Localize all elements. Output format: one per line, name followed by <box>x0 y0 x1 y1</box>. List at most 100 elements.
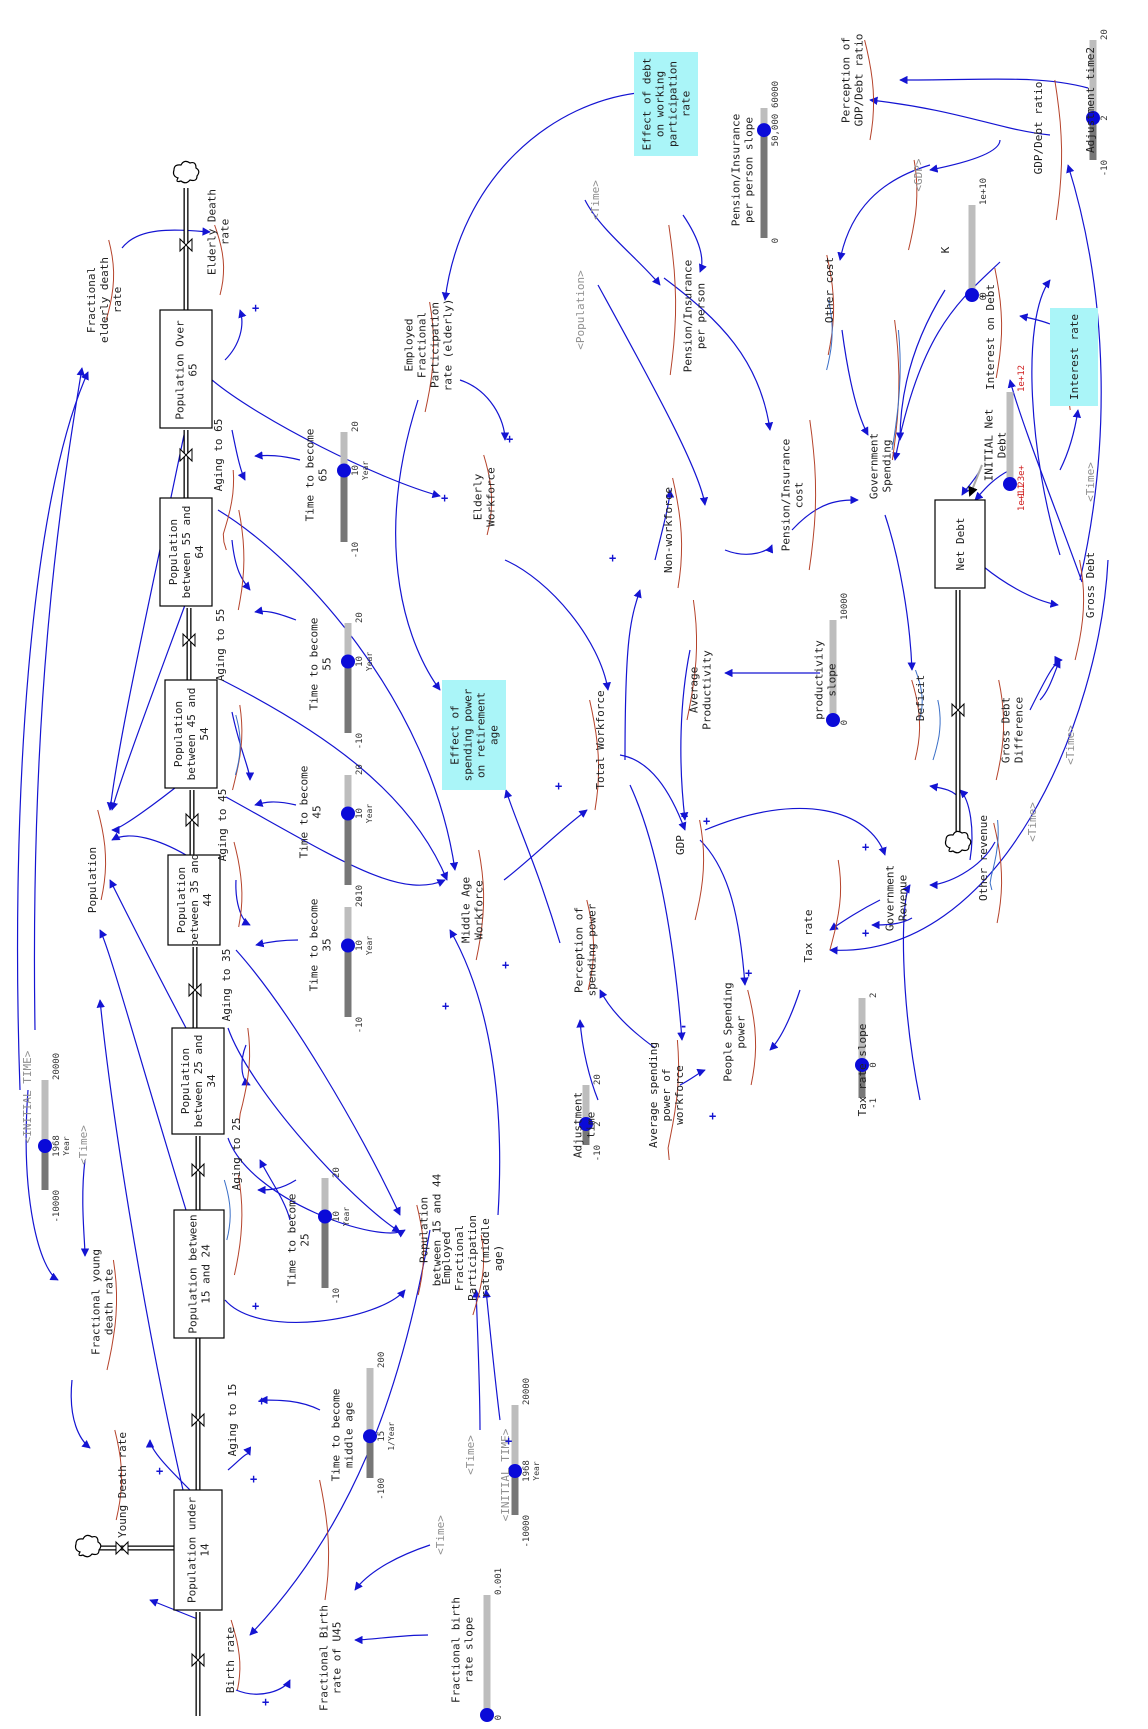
causal-link <box>504 789 561 944</box>
causal-link <box>111 832 187 856</box>
causal-link <box>704 807 887 856</box>
stock-stock-u14[interactable] <box>173 1489 223 1611</box>
trend-line <box>1074 559 1085 661</box>
label-birth-rate: Birth rate <box>224 1627 237 1693</box>
trend-line <box>589 699 600 811</box>
causal-link <box>254 451 301 461</box>
trend-line <box>668 224 677 376</box>
slider-knob[interactable] <box>965 288 979 302</box>
slider-knob[interactable] <box>341 806 355 821</box>
label-line: Fractional <box>415 312 428 378</box>
slider-max: 60000 <box>771 81 781 108</box>
label-interest-on-debt: Interest on Debt <box>984 284 997 390</box>
label-line: rate of U45 <box>330 1622 343 1695</box>
causal-link <box>33 367 85 1031</box>
slider-min: -10 <box>351 542 361 558</box>
slider-knob[interactable] <box>363 1429 377 1444</box>
causal-link <box>892 261 1001 461</box>
trend-line <box>114 1429 123 1521</box>
causal-link <box>231 539 251 591</box>
stock-stock-45-54[interactable] <box>164 679 218 789</box>
slider-min: -100 <box>377 1478 387 1500</box>
slider-knob[interactable] <box>855 1058 869 1072</box>
slider-max: 20000 <box>522 1378 532 1405</box>
causal-link <box>70 1379 91 1449</box>
label-line: Pension/Insurance <box>681 260 694 373</box>
slider-value: 10 <box>332 1211 342 1222</box>
slider-unit: 1/Year <box>387 1422 396 1451</box>
slider-knob[interactable] <box>337 463 351 478</box>
slider-k[interactable]: 01e+100 <box>965 178 989 302</box>
slider-knob[interactable] <box>579 1117 593 1131</box>
label-line: Employed <box>440 1232 453 1285</box>
slider-value: 50,000 <box>771 114 781 147</box>
slider-knob[interactable] <box>38 1139 52 1153</box>
clouds <box>74 160 972 1558</box>
slider-knob[interactable] <box>757 123 771 138</box>
label-line: 14 <box>198 1543 211 1557</box>
label-line: Aging to 15 <box>226 1384 239 1457</box>
trend-line <box>472 1234 485 1316</box>
stock-stock-over65[interactable] <box>159 309 213 429</box>
highlight-boxes <box>442 52 1098 790</box>
causal-link <box>255 939 299 948</box>
label-tax-rate-slope: Tax rate slope <box>856 1024 869 1117</box>
trend-line <box>97 809 107 901</box>
stock-stock-35-44[interactable] <box>167 854 221 946</box>
causal-link <box>224 309 247 361</box>
stock-stock-15-24[interactable] <box>173 1209 225 1339</box>
slider-max: 20 <box>593 1074 603 1085</box>
cloud-icon <box>944 830 972 854</box>
stock-stock-55-64[interactable] <box>159 497 213 607</box>
causal-link <box>1007 379 1083 583</box>
label-line: spending power <box>585 903 598 996</box>
slider-max: 20 <box>332 1167 342 1178</box>
trend-line <box>891 319 900 461</box>
label-line: Fractional young <box>89 1249 102 1355</box>
label-line: 34 <box>205 1074 218 1088</box>
slider-knob[interactable] <box>341 654 355 669</box>
polarity-sign: - <box>680 1019 687 1033</box>
label-line: Pension/Insurance <box>779 439 792 552</box>
slider-knob[interactable] <box>1003 477 1017 491</box>
stock-net-debt[interactable] <box>934 499 986 589</box>
stock-stock-25-34[interactable] <box>171 1027 225 1135</box>
causal-links <box>16 75 1109 1695</box>
slider-birth-slope[interactable]: 00.001 <box>480 1568 504 1722</box>
label-line: Population <box>175 867 188 933</box>
label-shadow-time: <Time> <box>1064 725 1077 765</box>
slider-unit: Year <box>365 652 374 671</box>
slider-tax[interactable]: -120 <box>855 993 879 1109</box>
label-shadow-initial-time: <INITIAL TIME> <box>499 1428 512 1521</box>
trend-line <box>932 699 941 761</box>
slider-knob[interactable] <box>341 938 355 953</box>
slider-knob[interactable] <box>1086 111 1100 125</box>
slider-knob[interactable] <box>826 713 840 727</box>
label-line: Pension/Insurance <box>729 114 742 227</box>
causal-link <box>249 1229 431 1636</box>
slider-knob[interactable] <box>508 1464 522 1478</box>
cloud-icon <box>74 1534 102 1558</box>
slider-unit: Year <box>342 1207 351 1226</box>
causal-link <box>482 1289 501 1421</box>
valve-icon <box>182 632 196 648</box>
label-line: <Time> <box>434 1515 447 1555</box>
slider-knob[interactable] <box>318 1209 332 1224</box>
slider-knob[interactable] <box>480 1708 494 1722</box>
